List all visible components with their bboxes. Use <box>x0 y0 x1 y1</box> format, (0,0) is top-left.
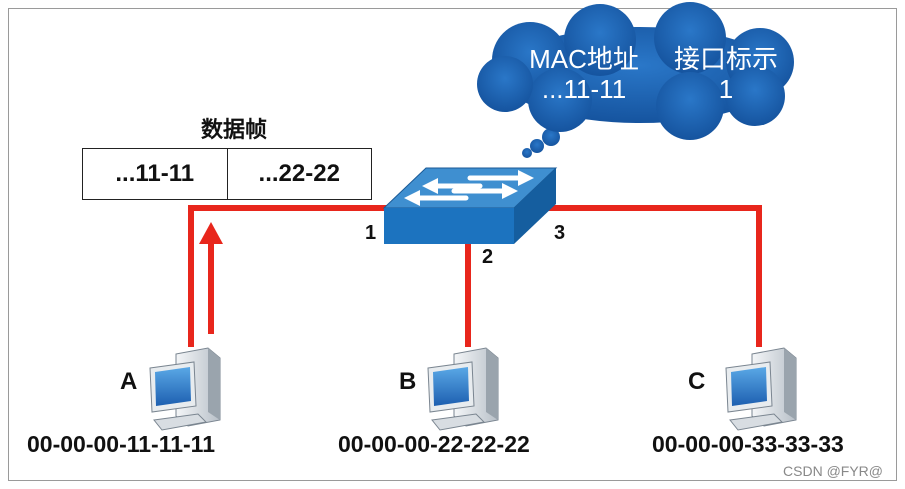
mac-table-col1-value: ...11-11 <box>541 74 627 104</box>
host-a-mac: 00-00-00-11-11-11 <box>27 431 215 457</box>
computer-a-icon <box>149 347 221 431</box>
watermark: CSDN @FYR@ <box>783 463 883 479</box>
host-c-mac: 00-00-00-33-33-33 <box>652 431 844 457</box>
mac-table-col2: 接口标示 1 <box>662 44 790 104</box>
host-c-label: C <box>688 368 706 395</box>
mac-table-cloud <box>477 2 794 158</box>
port-label-2: 2 <box>482 246 494 268</box>
computer-c-icon <box>725 347 797 431</box>
port-label-1: 1 <box>365 222 377 244</box>
data-frame-box: ...11-11 ...22-22 <box>82 148 372 200</box>
frame-direction-arrow <box>199 222 223 334</box>
frame-src-mac: ...22-22 <box>226 149 372 199</box>
mac-table-col2-header: 接口标示 <box>673 44 778 74</box>
host-a-label: A <box>120 368 138 395</box>
switch-icon <box>382 167 558 244</box>
mac-table-col1-header: MAC地址 <box>529 44 639 74</box>
computer-b-icon <box>427 347 499 431</box>
host-b-label: B <box>399 368 417 395</box>
host-b-mac: 00-00-00-22-22-22 <box>338 431 530 457</box>
link-a <box>188 205 387 347</box>
mac-table-col2-value: 1 <box>718 74 734 104</box>
frame-dest-mac: ...11-11 <box>115 160 195 187</box>
port-label-3: 3 <box>554 222 566 244</box>
frame-title: 数据帧 <box>200 117 267 142</box>
link-c <box>545 205 762 347</box>
mac-table-col1: MAC地址 ...11-11 <box>512 44 656 104</box>
